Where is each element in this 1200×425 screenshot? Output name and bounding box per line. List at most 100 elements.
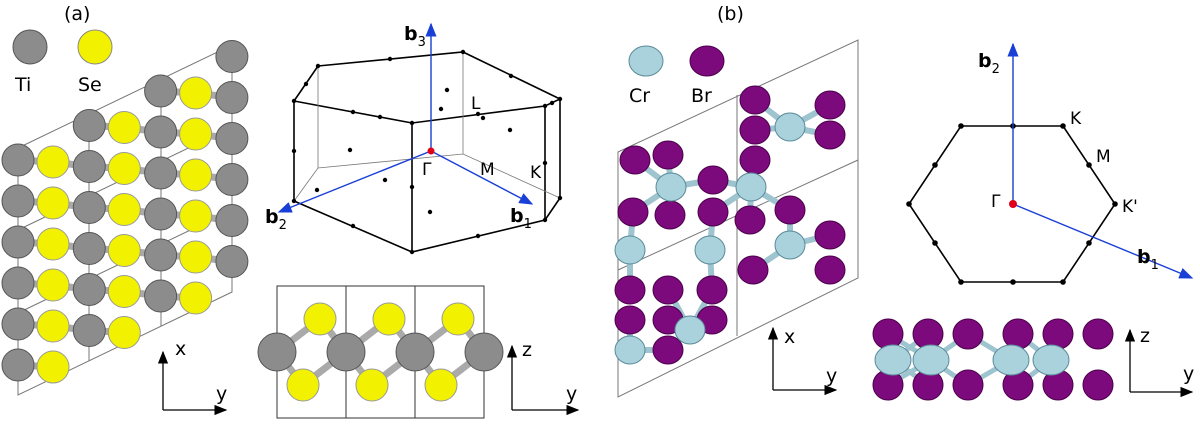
brillouin-zone-3d: b3 b2 b1 Γ L M K [265, 22, 563, 255]
ti-atom [1, 348, 35, 382]
se-atom [107, 275, 141, 308]
bz-point [350, 109, 356, 115]
ti-atom [215, 122, 249, 155]
se-atom [372, 302, 406, 336]
bz-point [475, 111, 481, 117]
br-atom [774, 195, 806, 225]
se-atom [36, 227, 70, 261]
br-atom [614, 275, 646, 305]
bz-point [480, 115, 486, 121]
se-atom [286, 368, 320, 402]
bz2d-b1-vector [1012, 203, 1194, 279]
ti-atom [464, 332, 504, 372]
ti-atom [215, 163, 249, 196]
cr-atom [614, 335, 646, 365]
cr-atom [674, 315, 706, 345]
axes-a-side: z y [506, 339, 580, 416]
br-atom [614, 305, 646, 335]
cr-atom [694, 235, 726, 265]
bz-point [1086, 162, 1092, 168]
ti-atom [1, 266, 35, 300]
ti-atom [257, 332, 297, 372]
axis-x-label: x [784, 326, 795, 348]
bz2d-Kp-label: K' [1122, 197, 1138, 217]
bz-point [549, 100, 555, 106]
se-atom [179, 117, 213, 151]
axis-z-label: z [1140, 325, 1150, 347]
ti-atom [1, 307, 35, 341]
cr-atom [992, 344, 1030, 376]
bz-point [303, 81, 309, 87]
bz-point [932, 162, 938, 168]
bz3d-high-symmetry-dots [291, 49, 563, 255]
axes-a-top: x y [157, 338, 228, 416]
br-atom [697, 197, 729, 227]
se-atom [355, 368, 389, 402]
se-atom [36, 145, 70, 179]
bz2d-b2-label: b2 [978, 50, 1000, 77]
bz3d-b2-vector [277, 150, 432, 213]
bz3d-top-face [292, 51, 562, 124]
br-atom [697, 165, 729, 195]
se-atom [424, 368, 458, 402]
panel-b-label: (b) [717, 3, 744, 25]
ti-atom [395, 332, 435, 372]
axis-y-label: y [826, 365, 837, 387]
se-atom [179, 76, 213, 110]
se-atom [107, 152, 141, 185]
bz-point [1060, 279, 1066, 285]
cr-atom [774, 112, 806, 142]
crbr3-top-view [614, 39, 859, 398]
axis-z-label: z [522, 339, 532, 361]
bz-point [314, 187, 320, 193]
ti-atom [144, 238, 178, 272]
br-atom [1042, 318, 1074, 350]
ti-atom [72, 273, 106, 306]
legend-b: Cr Br [628, 45, 725, 107]
bz2d-gamma-point [1009, 200, 1017, 208]
cr-atom [912, 344, 950, 376]
br-atom [652, 275, 684, 305]
br-atom [739, 115, 771, 145]
bz-point [291, 198, 297, 204]
se-atom [179, 199, 213, 233]
cr-atom [874, 344, 912, 376]
bz-point [958, 279, 964, 285]
bz-point [427, 209, 433, 215]
legend-cr-label: Cr [629, 85, 650, 107]
ti-atom [144, 279, 178, 313]
se-atom [107, 316, 141, 349]
axis-x-label: x [175, 338, 186, 360]
bz-point [382, 177, 388, 183]
br-atom [619, 145, 651, 175]
bz-point [932, 240, 938, 246]
bz-point [409, 249, 415, 255]
bz-point [557, 195, 563, 201]
brillouin-zone-2d: b2 b1 Γ K M K' [906, 42, 1194, 285]
ti-atom [1, 184, 35, 218]
bz-point [1060, 123, 1066, 129]
br-atom [652, 335, 684, 365]
bz3d-M-label: M [480, 160, 495, 180]
bz3d-b1-vector [430, 150, 534, 205]
se-atom [36, 309, 70, 343]
legend-ti-label: Ti [14, 74, 31, 96]
br-atom [912, 318, 944, 350]
cr-atom [655, 172, 687, 202]
ti-atom [72, 150, 106, 183]
bz-point [542, 160, 548, 166]
bz-point [542, 103, 548, 109]
bz3d-b1-label: b1 [510, 205, 532, 232]
bz-point [507, 127, 513, 133]
axes-b-side: z y [1124, 325, 1194, 398]
br-atom [1002, 318, 1034, 350]
tise2-atom-lattice [1, 40, 249, 384]
crbr3-side-view [872, 318, 1114, 401]
cr-atom [774, 230, 806, 260]
br-atom [814, 220, 846, 250]
bz-point [508, 73, 514, 79]
bz-point [438, 106, 444, 112]
bz-point [347, 147, 353, 153]
axis-y-label: y [1183, 363, 1194, 385]
